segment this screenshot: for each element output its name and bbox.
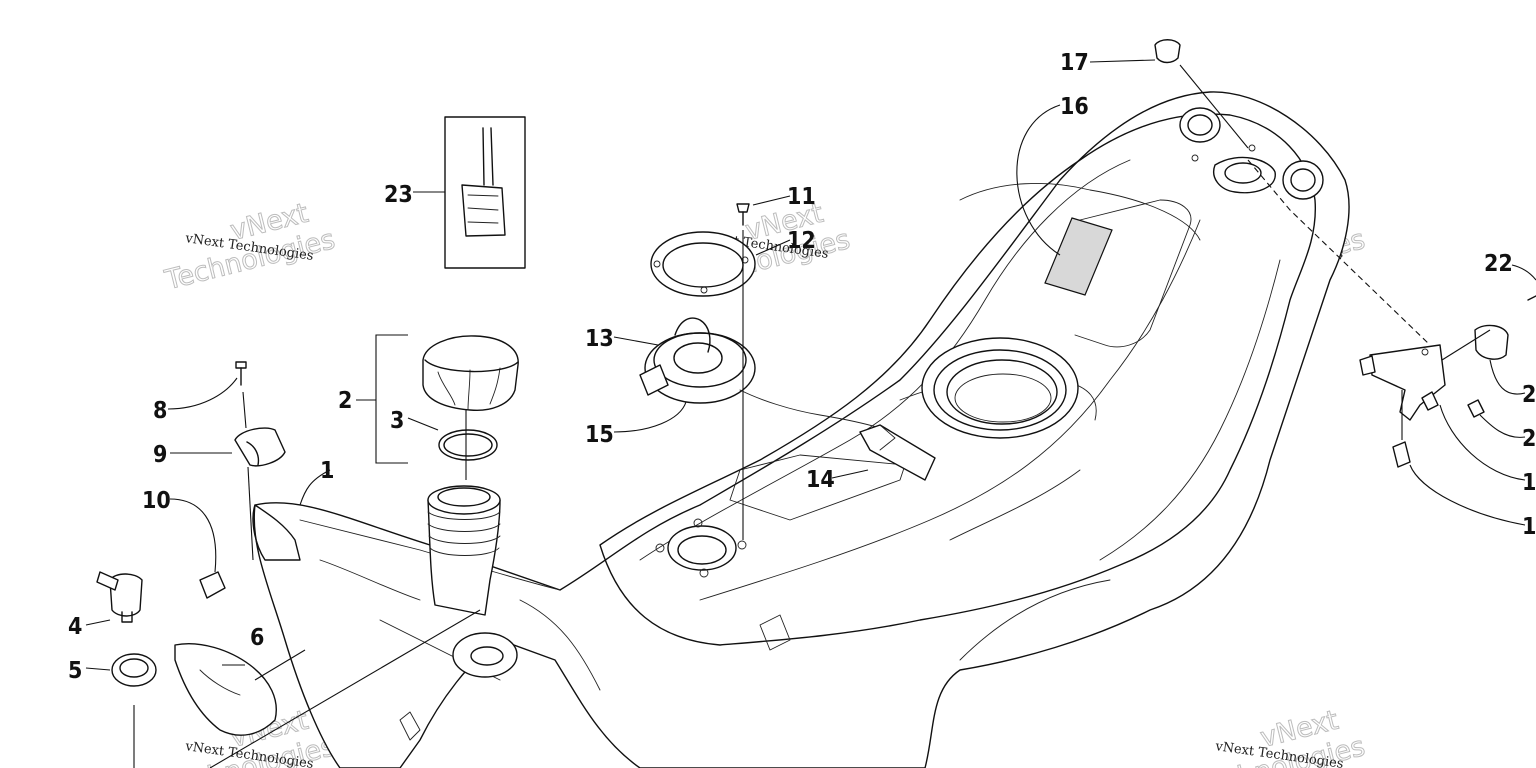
callout-13: 13 — [585, 326, 614, 352]
pump-lock-ring — [650, 231, 756, 297]
gas-cap — [422, 335, 519, 412]
decal-label — [1044, 217, 1113, 296]
left-hardware — [96, 361, 286, 736]
tank-port — [655, 518, 747, 578]
o-ring — [438, 429, 498, 461]
fuel-pump-opening — [921, 337, 1079, 439]
fuel-pump-module — [639, 317, 881, 429]
rear-vent-holes — [1179, 107, 1324, 200]
callout-8: 8 — [153, 398, 167, 424]
callout-22: 22 — [1484, 251, 1513, 277]
callout-1-right: 1 — [1522, 514, 1536, 540]
callout-1: 1 — [320, 458, 334, 484]
callout-12: 12 — [787, 228, 816, 254]
callout-5: 5 — [68, 658, 82, 684]
leader-lines — [85, 59, 1536, 768]
callout-16: 16 — [1060, 94, 1089, 120]
callout-labels: 1 2 3 4 5 6 8 9 10 11 12 13 14 15 16 17 … — [68, 50, 1536, 684]
filler-neck — [427, 485, 501, 616]
filler-grommet — [452, 632, 518, 678]
callout-17: 17 — [1060, 50, 1089, 76]
callout-2: 2 — [338, 388, 352, 414]
callout-4: 4 — [68, 614, 82, 640]
sender-unit — [444, 116, 526, 269]
callout-23: 23 — [384, 182, 413, 208]
screw — [736, 203, 750, 226]
fuel-level-sensor — [859, 424, 936, 481]
callout-2-right: 2 — [1522, 426, 1536, 452]
callout-10: 10 — [142, 488, 171, 514]
callout-3: 3 — [390, 408, 404, 434]
right-hardware — [1359, 295, 1536, 468]
callout-11: 11 — [787, 184, 816, 210]
callout-15: 15 — [585, 422, 614, 448]
callout-14: 14 — [806, 467, 835, 493]
rubber-cap — [1154, 39, 1181, 64]
callout-9: 9 — [153, 442, 167, 468]
callout-2-right: 2 — [1522, 382, 1536, 408]
callout-6: 6 — [250, 625, 264, 651]
callout-1-right: 1 — [1522, 470, 1536, 496]
